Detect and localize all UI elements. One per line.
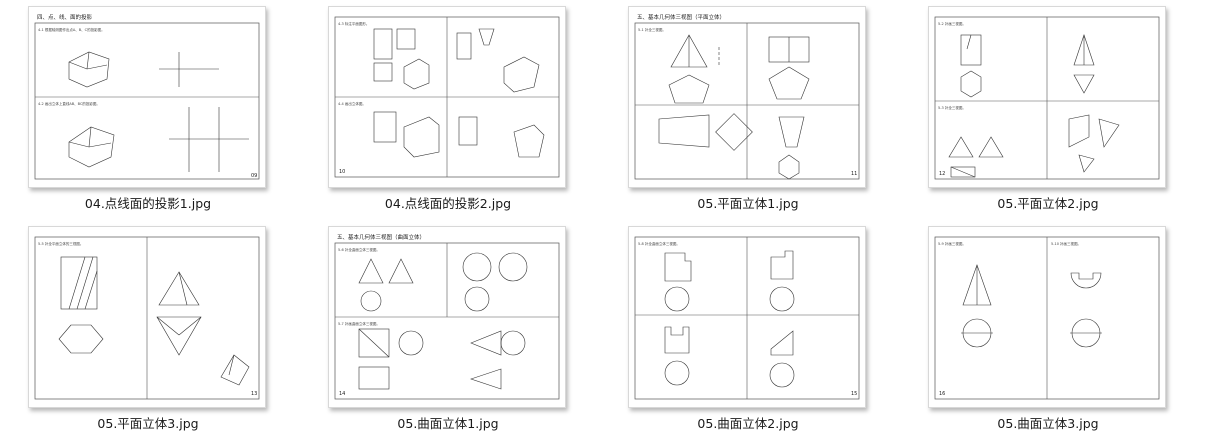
file-name-label: 05.平面立体2.jpg <box>997 196 1099 211</box>
file-item-7[interactable]: 5-9 补画三视图。 5-10 补画三视图。 16 05.曲面立体3.jpg <box>924 220 1184 438</box>
page-drawing-3: 5-2 补画三视图。 5-3 补全三视图。 12 <box>934 16 1160 180</box>
page-drawing-7: 5-9 补画三视图。 5-10 补画三视图。 16 <box>934 236 1160 400</box>
file-item-6[interactable]: 5-8 补全曲面立体三视图。 15 05.曲面立体2.jpg <box>624 220 884 438</box>
page-number: 10 <box>339 169 345 175</box>
page-drawing-4: 5-5 补全平面立体的三视图。 13 <box>34 236 260 400</box>
image-thumbnail-icon[interactable]: 5-5 补全平面立体的三视图。 13 <box>28 226 266 408</box>
file-name-label: 05.曲面立体1.jpg <box>397 416 499 431</box>
panel-note: 5-3 补全三视图。 <box>938 105 966 110</box>
file-name-label: 04.点线面的投影2.jpg <box>384 196 512 211</box>
panel-note: 4-2 画出立体上直线AB、BC的投影图。 <box>38 101 100 106</box>
file-name-label: 05.平面立体3.jpg <box>97 416 199 431</box>
file-item-3[interactable]: 5-2 补画三视图。 5-3 补全三视图。 12 05.平面立体2.jpg <box>924 0 1184 218</box>
file-item-0[interactable]: 四、点、线、面的投影 4-1 根据轴测图作出点A、B、C的投影图。 4-2 画出… <box>24 0 284 218</box>
panel-note: 5-6 补全曲面立体三视图。 <box>338 247 380 252</box>
file-name-label: 05.平面立体1.jpg <box>697 196 799 211</box>
page-number: 13 <box>251 391 257 397</box>
file-name-label: 04.点线面的投影1.jpg <box>84 196 212 211</box>
page-number: 15 <box>851 391 857 397</box>
panel-note: 5-5 补全平面立体的三视图。 <box>38 241 83 246</box>
panel-note: 5-2 补画三视图。 <box>938 21 966 26</box>
image-thumbnail-icon[interactable]: 四、点、线、面的投影 4-1 根据轴测图作出点A、B、C的投影图。 4-2 画出… <box>28 6 266 188</box>
file-item-1[interactable]: 4-3 标注平面图形。 4-4 画出立体图。 10 04.点线面的投影2.jpg <box>324 0 584 218</box>
file-name-label: 05.曲面立体3.jpg <box>997 416 1099 431</box>
page-drawing-2: 五、基本几何体三视图（平面立体） 5-1 补全三视图。 11 <box>634 13 860 180</box>
image-thumbnail-icon[interactable]: 五、基本几何体三视图（曲面立体） 5-6 补全曲面立体三视图。 5-7 补画曲面… <box>328 226 566 408</box>
page-drawing-5: 五、基本几何体三视图（曲面立体） 5-6 补全曲面立体三视图。 5-7 补画曲面… <box>334 233 560 400</box>
page-drawing-6: 5-8 补全曲面立体三视图。 15 <box>634 236 860 400</box>
panel-note: 5-8 补全曲面立体三视图。 <box>638 241 680 246</box>
page-number: 11 <box>851 171 857 177</box>
panel-note: 5-9 补画三视图。 <box>938 241 966 246</box>
file-item-5[interactable]: 五、基本几何体三视图（曲面立体） 5-6 补全曲面立体三视图。 5-7 补画曲面… <box>324 220 584 438</box>
panel-note: 5-7 补画曲面立体三视图。 <box>338 321 380 326</box>
page-drawing-1: 4-3 标注平面图形。 4-4 画出立体图。 10 <box>334 16 560 178</box>
page-title: 四、点、线、面的投影 <box>37 13 93 21</box>
page-number: 12 <box>939 171 945 177</box>
file-item-2[interactable]: 五、基本几何体三视图（平面立体） 5-1 补全三视图。 11 <box>624 0 884 218</box>
panel-note: 4-4 画出立体图。 <box>338 101 366 106</box>
file-name-label: 05.曲面立体2.jpg <box>697 416 799 431</box>
page-number: 14 <box>339 391 345 397</box>
panel-note: 5-10 补画三视图。 <box>1051 241 1081 246</box>
image-thumbnail-icon[interactable]: 五、基本几何体三视图（平面立体） 5-1 补全三视图。 11 <box>628 6 866 188</box>
image-thumbnail-icon[interactable]: 5-2 补画三视图。 5-3 补全三视图。 12 <box>928 6 1166 188</box>
image-thumbnail-icon[interactable]: 4-3 标注平面图形。 4-4 画出立体图。 10 <box>328 6 566 188</box>
panel-note: 4-3 标注平面图形。 <box>338 21 369 26</box>
image-thumbnail-icon[interactable]: 5-8 补全曲面立体三视图。 15 <box>628 226 866 408</box>
page-title: 五、基本几何体三视图（曲面立体） <box>337 233 425 241</box>
panel-note: 4-1 根据轴测图作出点A、B、C的投影图。 <box>38 27 105 32</box>
image-thumbnail-icon[interactable]: 5-9 补画三视图。 5-10 补画三视图。 16 <box>928 226 1166 408</box>
page-number: 09 <box>251 173 257 179</box>
page-number: 16 <box>939 391 945 397</box>
panel-note: 5-1 补全三视图。 <box>638 27 666 32</box>
page-title: 五、基本几何体三视图（平面立体） <box>637 13 725 21</box>
page-drawing-0: 四、点、线、面的投影 4-1 根据轴测图作出点A、B、C的投影图。 4-2 画出… <box>34 13 260 180</box>
file-item-4[interactable]: 5-5 补全平面立体的三视图。 13 05.平面立体3.jpg <box>24 220 284 438</box>
